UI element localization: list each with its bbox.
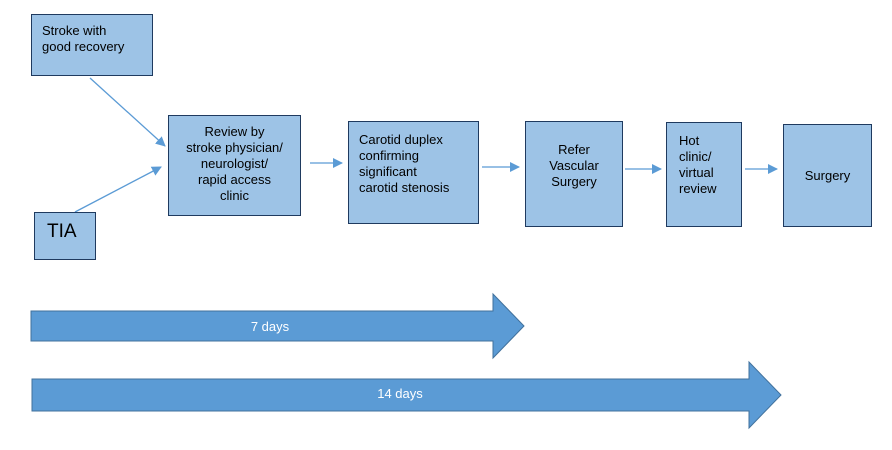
carotid-duplex-box: Carotid duplex confirming significant ca… (348, 121, 479, 224)
node-text-line: Review by (204, 124, 265, 139)
tia-box: TIA (34, 212, 96, 260)
node-text-line: confirming (359, 148, 419, 163)
node-text-line: significant (359, 164, 417, 179)
node-text-line: Refer (558, 142, 590, 157)
node-text-line: Surgery (551, 174, 597, 189)
node-text-line: neurologist/ (200, 156, 269, 171)
node-text-line: virtual (679, 165, 714, 180)
hot-clinic-box: Hot clinic/ virtual review (666, 122, 742, 227)
node-text-line: good recovery (42, 39, 125, 54)
timeline-14-days-label: 14 days (377, 386, 423, 401)
node-text-line: Surgery (804, 167, 851, 183)
connector-stroke-to-review (89, 77, 166, 147)
connector-tia-to-review (74, 166, 162, 213)
node-text-line: review (679, 181, 717, 196)
node-text-line: Stroke with (42, 23, 107, 38)
node-text-line: Carotid duplex (359, 132, 443, 147)
node-text-line: stroke physician/ (186, 140, 283, 155)
timeline-7-days-label: 7 days (250, 319, 290, 334)
node-text-line: clinic (220, 188, 249, 203)
node-text-line: TIA (47, 221, 77, 242)
surgery-box: Surgery (783, 124, 872, 227)
stroke-good-recovery-box: Stroke with good recovery (31, 14, 153, 76)
node-text-line: Vascular (549, 158, 599, 173)
timeline-14-days-arrow (31, 360, 782, 430)
review-box: Review by stroke physician/ neurologist/… (168, 115, 301, 216)
node-text-line: Hot (679, 133, 700, 148)
node-text-line: carotid stenosis (359, 180, 450, 195)
node-text-line: rapid access (198, 172, 271, 187)
refer-vascular-surgery-box: Refer Vascular Surgery (525, 121, 623, 227)
node-text-line: clinic/ (679, 149, 712, 164)
timeline-7-days-arrow (30, 292, 525, 360)
